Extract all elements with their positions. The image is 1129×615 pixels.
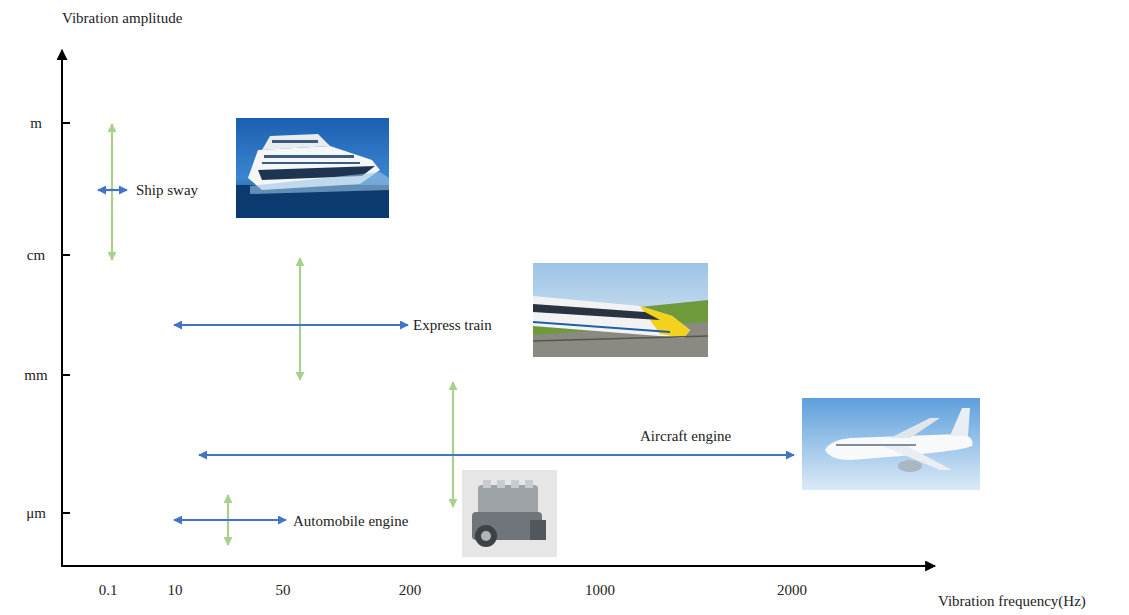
tick-label: mm <box>24 367 47 384</box>
tick-label: μm <box>26 505 46 522</box>
ship-picture <box>236 118 389 218</box>
tick-label: 2000 <box>777 582 807 599</box>
axis-title: Vibration amplitude <box>62 10 182 27</box>
tick-label: 50 <box>276 582 291 599</box>
range-arrows <box>98 124 794 545</box>
tick-label: 10 <box>168 582 183 599</box>
tick-label: cm <box>27 247 45 264</box>
tick-label: 1000 <box>585 582 615 599</box>
tick-label: 200 <box>399 582 422 599</box>
range-label: Automobile engine <box>293 513 408 530</box>
plane-picture <box>802 398 980 490</box>
range-label: Ship sway <box>136 182 198 199</box>
range-label: Aircraft engine <box>640 428 731 445</box>
tick-label: m <box>30 115 42 132</box>
train-picture <box>533 263 708 357</box>
range-label: Express train <box>413 317 492 334</box>
axis-title: Vibration frequency(Hz) <box>938 593 1086 610</box>
tick-label: 0.1 <box>99 582 118 599</box>
engine-picture <box>462 470 557 557</box>
